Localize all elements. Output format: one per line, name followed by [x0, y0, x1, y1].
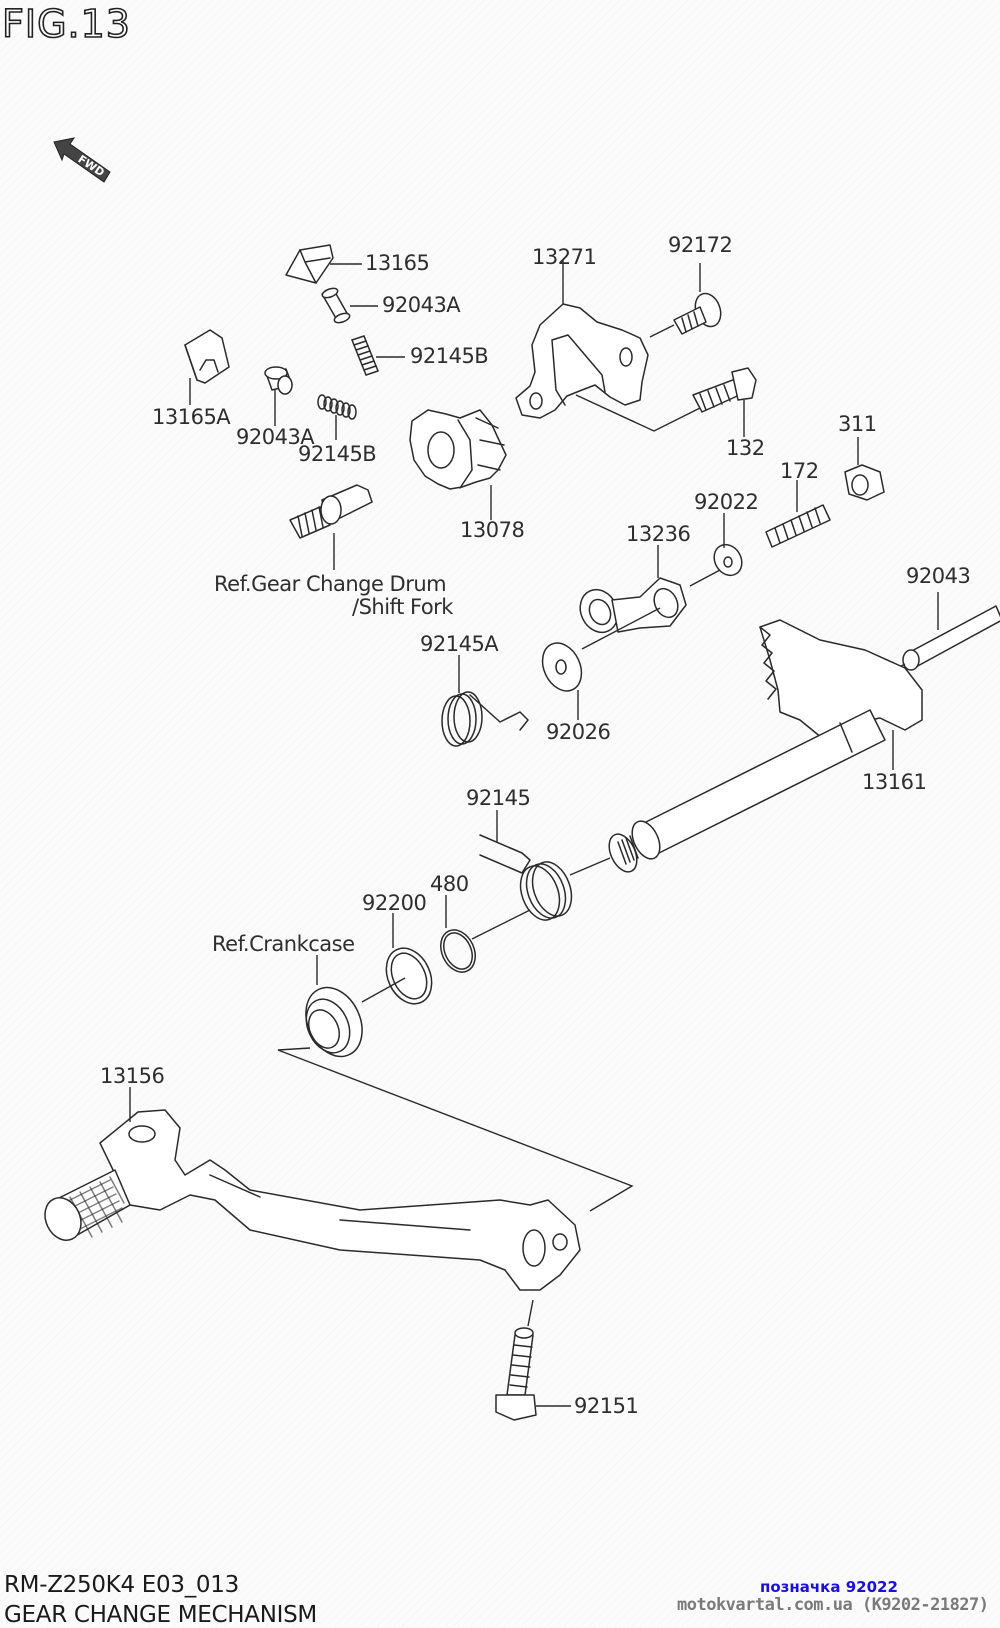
site-watermark: motokvartal.com.ua (K9202-21827) — [677, 1595, 989, 1615]
part-92145-spring[interactable] — [471, 810, 578, 940]
callout-92043A-bottom: 92043A — [236, 425, 315, 449]
callout-ref-crankcase: Ref.Crankcase — [212, 932, 355, 956]
part-172-stud[interactable] — [765, 480, 831, 548]
forward-arrow-icon: FWD — [53, 137, 111, 183]
part-92145B-spring-bottom[interactable] — [317, 394, 357, 440]
part-311-nut[interactable] — [844, 437, 885, 501]
part-13236-arm[interactable] — [573, 545, 687, 650]
callout-ref-shift-fork: /Shift Fork — [352, 595, 453, 619]
callout-92145: 92145 — [466, 786, 531, 810]
part-92043-pin[interactable] — [889, 592, 1000, 673]
part-92145A-spring[interactable] — [441, 655, 529, 747]
part-13165-pawl[interactable] — [285, 244, 362, 284]
assembly-leader-line — [277, 1047, 634, 1212]
part-13078-shift-cam[interactable] — [409, 409, 507, 520]
callout-13078: 13078 — [460, 518, 525, 542]
highlighted-part-note: позначка 92022 — [760, 1578, 898, 1596]
part-132-bolt[interactable] — [692, 367, 757, 437]
part-92043A-pin-top[interactable] — [321, 287, 378, 325]
part-13156-shift-lever[interactable] — [38, 1087, 581, 1291]
callout-92200: 92200 — [362, 891, 427, 915]
callout-ref-gear-change-drum: Ref.Gear Change Drum — [214, 572, 447, 596]
part-92172-screw[interactable] — [673, 263, 725, 335]
part-ref-crankcase-seal[interactable] — [295, 955, 373, 1066]
part-92022-washer[interactable] — [689, 513, 747, 587]
callout-172: 172 — [780, 459, 819, 483]
callout-13236: 13236 — [626, 522, 691, 546]
callout-92172: 92172 — [668, 233, 733, 257]
callout-13165A: 13165A — [152, 405, 231, 429]
callout-480: 480 — [430, 872, 469, 896]
part-92151-bolt[interactable] — [495, 1299, 571, 1421]
callout-132: 132 — [726, 436, 765, 460]
callout-92151: 92151 — [574, 1394, 639, 1418]
figure-title: FIG.13 — [1, 1, 131, 47]
callout-92022: 92022 — [694, 490, 759, 514]
callout-92145A: 92145A — [420, 632, 499, 656]
callout-92145B-top: 92145B — [410, 344, 489, 368]
model-code: RM-Z250K4 E03_013 — [4, 1572, 239, 1598]
part-92200-washer[interactable] — [361, 913, 440, 1011]
part-13161-shift-shaft[interactable] — [569, 619, 923, 876]
part-92145B-spring-top[interactable] — [351, 335, 405, 376]
section-name: GEAR CHANGE MECHANISM — [4, 1602, 317, 1628]
callout-13271: 13271 — [532, 245, 597, 269]
part-92026-washer[interactable] — [535, 637, 589, 720]
part-13271-shift-plate[interactable] — [515, 260, 701, 432]
callout-13165: 13165 — [365, 251, 430, 275]
callout-92026: 92026 — [546, 720, 611, 744]
callout-92043: 92043 — [906, 564, 971, 588]
callout-13161: 13161 — [862, 770, 927, 794]
part-480-circlip[interactable] — [434, 895, 482, 978]
callout-311: 311 — [838, 412, 877, 436]
callout-13156: 13156 — [100, 1064, 165, 1088]
part-92043A-pin-bottom[interactable] — [264, 366, 293, 426]
part-ref-gear-drum-stud[interactable] — [289, 484, 373, 570]
callout-92043A-top: 92043A — [382, 293, 461, 317]
part-13165A-pawl[interactable] — [184, 329, 230, 405]
callout-92145B-bottom: 92145B — [298, 442, 377, 466]
